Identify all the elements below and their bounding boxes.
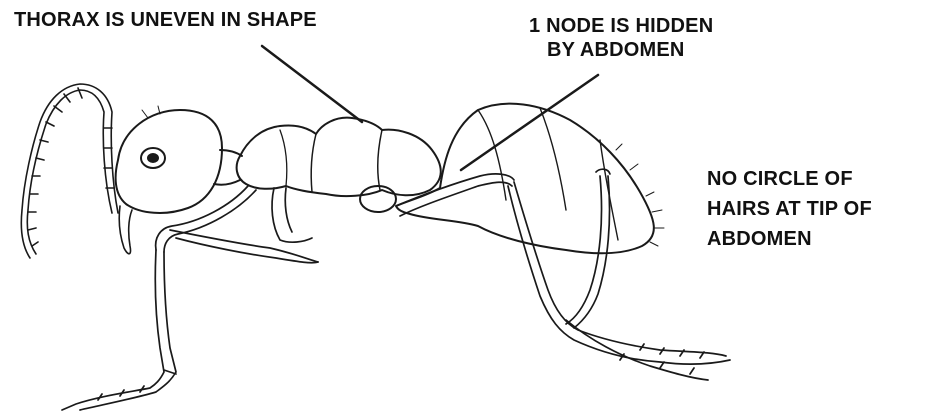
thorax-leader-line	[262, 46, 362, 122]
hidden-node-label-line-1: 1 NODE IS HIDDEN	[529, 15, 713, 37]
ant-head	[116, 106, 222, 254]
abdomen-hairs-label-line-2: HAIRS AT TIP OF	[707, 194, 872, 224]
ant-petiole-node	[360, 186, 396, 212]
ant-front-legs	[62, 186, 256, 410]
ant-thorax	[237, 118, 441, 196]
node-leader-line	[461, 75, 598, 170]
antenna	[21, 84, 118, 258]
abdomen-hairs-label-line-1: NO CIRCLE OF	[707, 164, 872, 194]
ant-hind-legs	[396, 169, 730, 380]
hidden-node-label-line-2: BY ABDOMEN	[529, 38, 713, 62]
abdomen-hairs-label-line-3: ABDOMEN	[707, 224, 872, 254]
abdomen-hairs-label: NO CIRCLE OF HAIRS AT TIP OF ABDOMEN	[707, 164, 872, 254]
ant-middle-leg	[170, 188, 318, 263]
thorax-shape-label: THORAX IS UNEVEN IN SHAPE	[14, 8, 317, 32]
ant-abdomen	[396, 104, 664, 254]
hidden-node-label: 1 NODE IS HIDDEN BY ABDOMEN	[529, 14, 713, 62]
ant-neck	[214, 150, 242, 185]
